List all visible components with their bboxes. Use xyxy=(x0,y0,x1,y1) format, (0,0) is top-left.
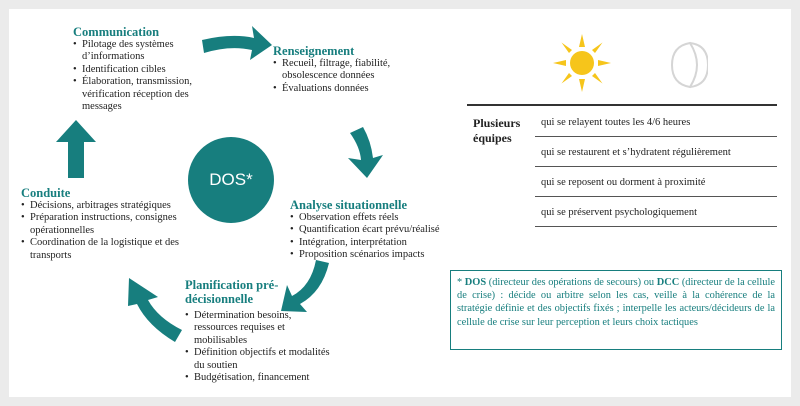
conduite-item: Préparation instructions, consignes opér… xyxy=(21,212,186,237)
analyse-item: Quantification écart prévu/réalisé xyxy=(290,224,490,237)
communication-title: Communication xyxy=(73,25,160,39)
note-rest: (directeur de la cellule de crise) : déc… xyxy=(457,277,775,328)
teams-label: Plusieurs équipes xyxy=(473,116,520,146)
planification-title-line2: décisionnelle xyxy=(185,292,254,306)
note-dos-full: (directeur des opérations de secours) ou xyxy=(486,277,657,288)
note-dos: DOS xyxy=(464,277,487,288)
arrow-renseignement-to-analyse xyxy=(348,127,383,178)
dos-circle: DOS* xyxy=(188,137,274,223)
planification-item: Détermination besoins, ressources requis… xyxy=(185,310,335,347)
teams-label-line2: équipes xyxy=(473,131,512,145)
communication-item: Identification cibles xyxy=(73,64,223,77)
planification-item: Budgétisation, financement xyxy=(185,372,335,385)
communication-item: Pilotage des systèmes d’informations xyxy=(73,39,223,64)
arrow-analyse-to-planification xyxy=(281,260,329,312)
teams-row: qui se restaurent et s’hydratent réguliè… xyxy=(535,138,777,167)
block-conduite: Conduite Décisions, arbitrages stratégiq… xyxy=(21,186,186,262)
block-renseignement: Renseignement Recueil, filtrage, fiabili… xyxy=(273,44,413,96)
analyse-item: Proposition scénarios impacts xyxy=(290,249,490,262)
note-star: * xyxy=(457,277,465,288)
arrow-communication-to-renseignement xyxy=(202,26,272,60)
arrow-planification-to-conduite xyxy=(128,278,182,342)
teams-row: qui se relayent toutes les 4/6 heures xyxy=(535,108,777,137)
conduite-item: Coordination de la logistique et des tra… xyxy=(21,237,186,262)
dos-definition-note: * DOS (directeur des opérations de secou… xyxy=(450,270,782,350)
teams-row: qui se préservent psychologiquement xyxy=(535,198,777,227)
teams-top-rule xyxy=(467,104,777,106)
planification-title-line1: Planification pré- xyxy=(185,278,279,292)
analyse-item: Intégration, interprétation xyxy=(290,237,490,250)
conduite-item: Décisions, arbitrages stratégiques xyxy=(21,200,186,213)
planification-item: Définition objectifs et modalités du sou… xyxy=(185,347,335,372)
analyse-title: Analyse situationnelle xyxy=(290,198,408,212)
arrow-conduite-to-communication xyxy=(56,120,96,178)
renseignement-item: Évaluations données xyxy=(273,83,413,96)
block-planification: Planification pré- décisionnelle Détermi… xyxy=(185,278,335,385)
block-communication: Communication Pilotage des systèmes d’in… xyxy=(73,25,223,113)
communication-item: Élaboration, transmission, vérification … xyxy=(73,76,223,113)
dos-label: DOS* xyxy=(209,170,253,189)
moon-icon xyxy=(670,41,708,89)
block-analyse: Analyse situationnelle Observation effet… xyxy=(290,198,490,262)
teams-row: qui se reposent ou dorment à proximité xyxy=(535,168,777,197)
note-dcc: DCC xyxy=(656,277,680,288)
renseignement-title: Renseignement xyxy=(273,44,355,58)
sun-icon xyxy=(553,34,611,92)
teams-label-line1: Plusieurs xyxy=(473,116,521,130)
conduite-title: Conduite xyxy=(21,186,71,200)
renseignement-item: Recueil, filtrage, fiabilité, obsolescen… xyxy=(273,58,413,83)
analyse-item: Observation effets réels xyxy=(290,212,490,225)
